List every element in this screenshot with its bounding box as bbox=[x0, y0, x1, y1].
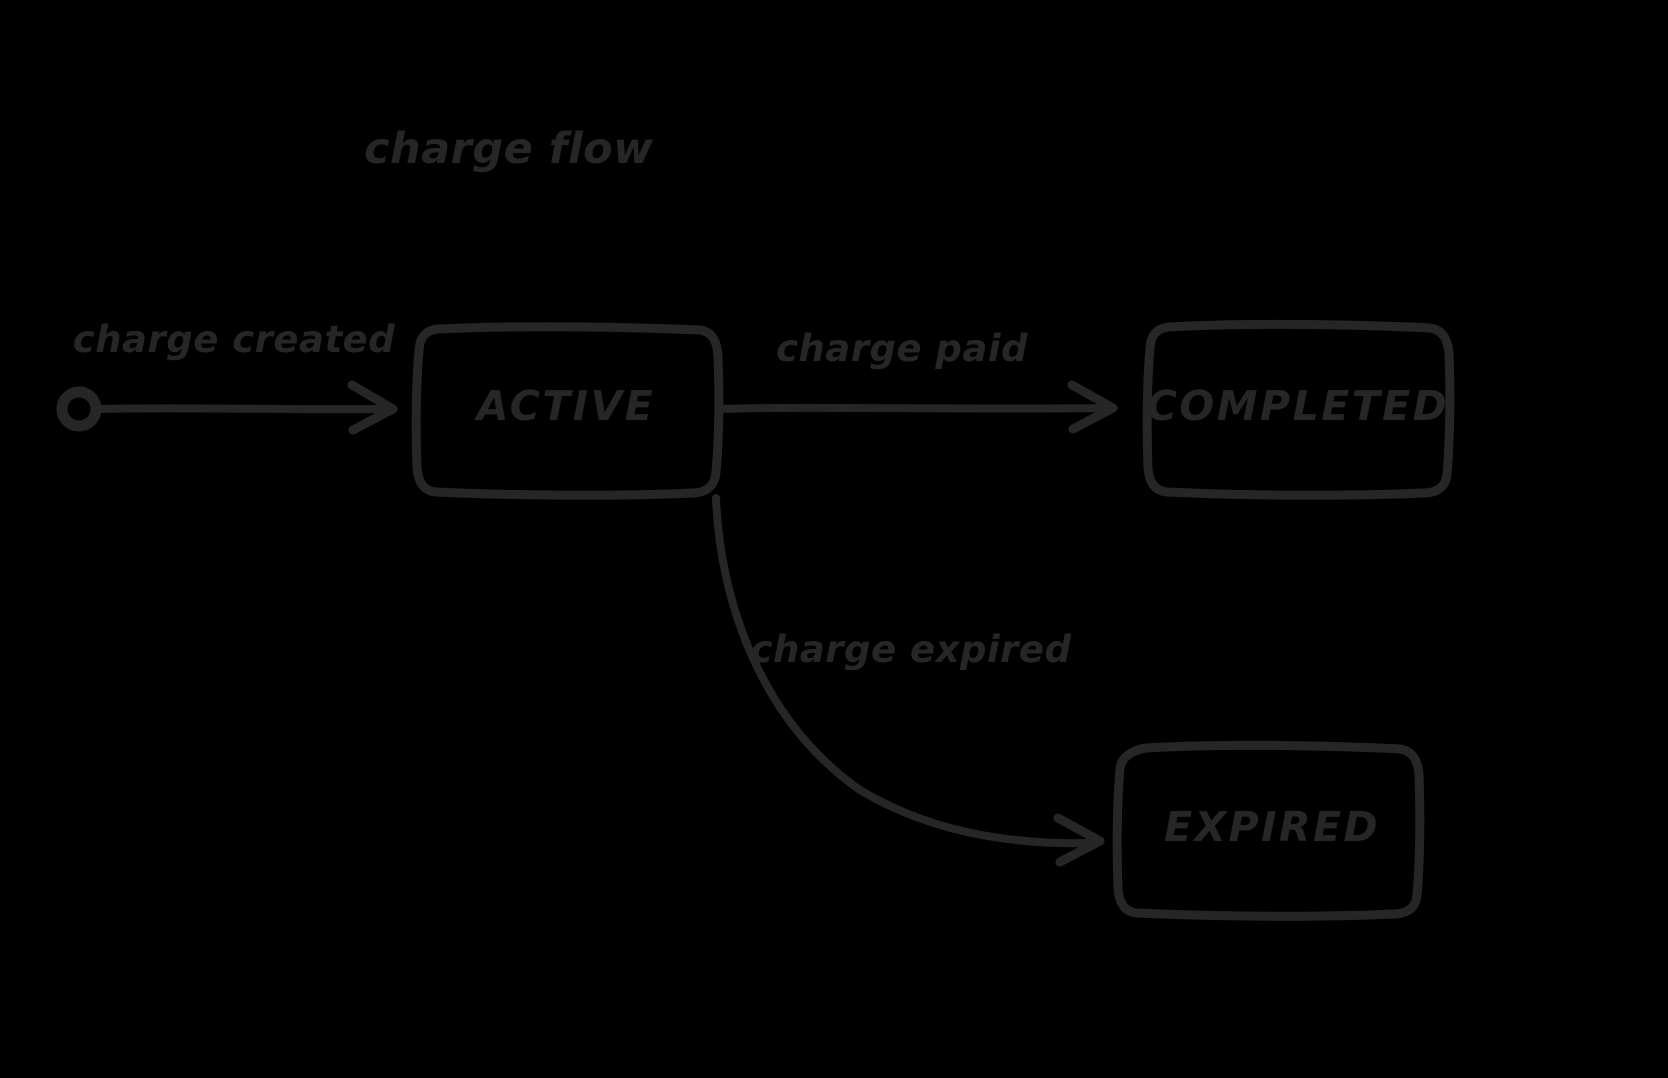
start-circle-icon bbox=[56, 386, 102, 432]
arrowhead-icon-created bbox=[347, 380, 398, 435]
node-active-border bbox=[411, 322, 724, 500]
arrowhead-icon-paid bbox=[1067, 380, 1118, 434]
edge-charge-paid-line bbox=[716, 403, 1109, 413]
node-active-label: ACTIVE bbox=[474, 382, 656, 430]
node-expired-border bbox=[1112, 740, 1425, 921]
arrowhead-icon-expired bbox=[1053, 813, 1105, 867]
edge-charge-created[interactable]: charge created bbox=[73, 318, 398, 435]
diagram-title: charge flow bbox=[364, 124, 653, 174]
node-expired[interactable]: EXPIRED bbox=[1112, 740, 1425, 921]
node-completed[interactable]: COMPLETED bbox=[1142, 319, 1455, 500]
node-active[interactable]: ACTIVE bbox=[411, 322, 724, 500]
edge-charge-created-line bbox=[95, 404, 390, 414]
node-completed-border bbox=[1142, 319, 1455, 500]
edge-label-charge-expired: charge expired bbox=[751, 628, 1072, 671]
edge-charge-expired[interactable]: charge expired bbox=[712, 494, 1105, 867]
edge-charge-expired-curve bbox=[712, 494, 1096, 848]
edge-charge-paid[interactable]: charge paid bbox=[716, 327, 1118, 434]
node-expired-label: EXPIRED bbox=[1164, 803, 1380, 851]
edge-label-charge-paid: charge paid bbox=[776, 327, 1028, 370]
edge-label-charge-created: charge created bbox=[73, 318, 395, 361]
start-node[interactable] bbox=[56, 386, 102, 432]
node-completed-label: COMPLETED bbox=[1147, 382, 1449, 430]
